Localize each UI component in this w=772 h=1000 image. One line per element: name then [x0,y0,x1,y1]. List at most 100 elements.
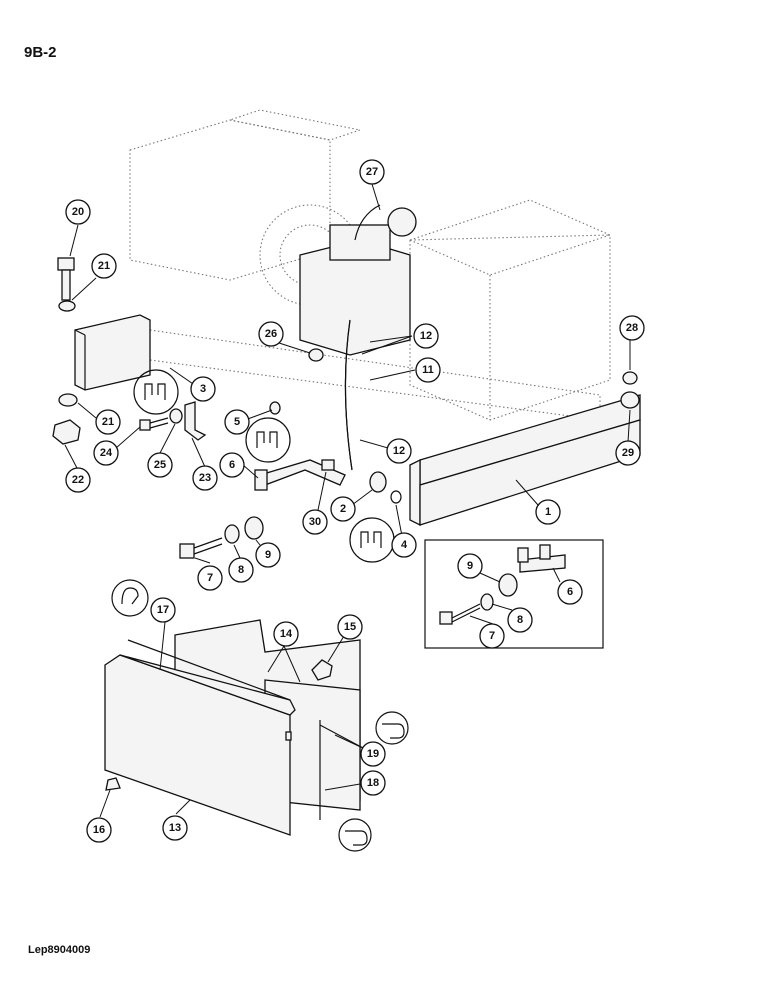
svg-text:29: 29 [622,447,634,459]
svg-text:17: 17 [157,604,169,616]
svg-text:20: 20 [72,206,84,218]
svg-text:14: 14 [280,628,293,640]
svg-text:19: 19 [367,748,379,760]
svg-text:16: 16 [93,824,105,836]
clip-23 [184,401,207,441]
nut-26 [308,348,324,362]
u-clip-icon [245,417,291,463]
svg-text:12: 12 [420,330,432,342]
rotate-arrow-icon [375,711,409,745]
cap-29 [620,391,640,409]
callout-12-upper: 12 [413,323,439,349]
callout-29: 29 [615,440,641,466]
callout-27: 27 [359,159,385,185]
svg-text:25: 25 [154,459,166,471]
callout-7-main: 7 [197,565,223,591]
callout-21-lower: 21 [95,409,121,435]
seal-symbol-icon [111,579,149,617]
svg-text:27: 27 [366,166,378,178]
callout-4: 4 [391,532,417,558]
callout-20: 20 [65,199,91,225]
page-code: 9B-2 [24,44,57,61]
bolt-24 [139,417,169,431]
svg-text:26: 26 [265,328,277,340]
svg-text:28: 28 [626,322,638,334]
clip-15 [311,659,333,681]
callout-7-inset: 7 [479,623,505,649]
svg-text:6: 6 [567,586,573,598]
callout-8-main: 8 [228,557,254,583]
callout-1: 1 [535,499,561,525]
callout-19: 19 [360,741,386,767]
svg-text:2: 2 [340,503,346,515]
svg-text:3: 3 [200,383,206,395]
nut-9 [244,516,264,540]
bolt-20 [57,257,75,301]
svg-text:12: 12 [393,445,405,457]
callout-16: 16 [86,817,112,843]
svg-text:21: 21 [98,260,110,272]
engine-assembly [299,204,417,471]
callout-26: 26 [258,321,284,347]
rotate-arrow-icon [338,818,372,852]
front-panel [409,394,641,527]
bracket-box [74,314,151,391]
u-clip-icon [349,517,395,563]
callout-24: 24 [93,440,119,466]
callout-9-inset: 9 [457,553,483,579]
svg-text:11: 11 [422,364,434,376]
svg-text:1: 1 [545,506,551,518]
svg-text:4: 4 [401,539,408,551]
inset-bolt [439,573,518,625]
bolt-7 [179,537,223,559]
callout-18: 18 [360,770,386,796]
svg-text:8: 8 [517,614,523,626]
svg-text:7: 7 [207,572,213,584]
svg-text:6: 6 [229,459,235,471]
callout-5: 5 [224,409,250,435]
callout-12-lower: 12 [386,438,412,464]
nut-28 [622,371,638,385]
svg-text:15: 15 [344,621,356,633]
svg-text:21: 21 [102,416,114,428]
washer-8 [224,524,240,544]
washer-25 [169,408,183,424]
svg-text:24: 24 [100,447,113,459]
callout-30: 30 [302,509,328,535]
callout-21-upper: 21 [91,253,117,279]
detail-inset-frame [424,539,604,649]
inset-bracket [517,544,566,573]
callout-15: 15 [337,614,363,640]
svg-text:22: 22 [72,474,84,486]
callout-14: 14 [273,621,299,647]
leader-lines [64,183,631,818]
clip-30 [321,459,335,471]
washer-21a [58,300,76,312]
callout-6-inset: 6 [557,579,583,605]
svg-text:13: 13 [169,822,181,834]
callout-23: 23 [192,465,218,491]
svg-text:7: 7 [489,630,495,642]
plug-2 [369,471,387,493]
callout-22: 22 [65,467,91,493]
oring-4 [390,490,402,504]
washer-21b [58,393,78,407]
callout-13: 13 [162,815,188,841]
callout-28: 28 [619,315,645,341]
callout-25: 25 [147,452,173,478]
oring-5 [269,401,281,415]
nut-22 [52,419,81,445]
callout-11: 11 [415,357,441,383]
svg-text:5: 5 [234,416,240,428]
u-clip-icon [133,369,179,415]
callout-8-inset: 8 [507,607,533,633]
callout-9-main: 9 [255,542,281,568]
svg-text:9: 9 [265,549,271,561]
callout-6-main: 6 [219,452,245,478]
svg-text:18: 18 [367,777,379,789]
svg-text:9: 9 [467,560,473,572]
lower-panel-assembly [104,619,361,836]
document-reference: Lep8904009 [28,944,91,956]
